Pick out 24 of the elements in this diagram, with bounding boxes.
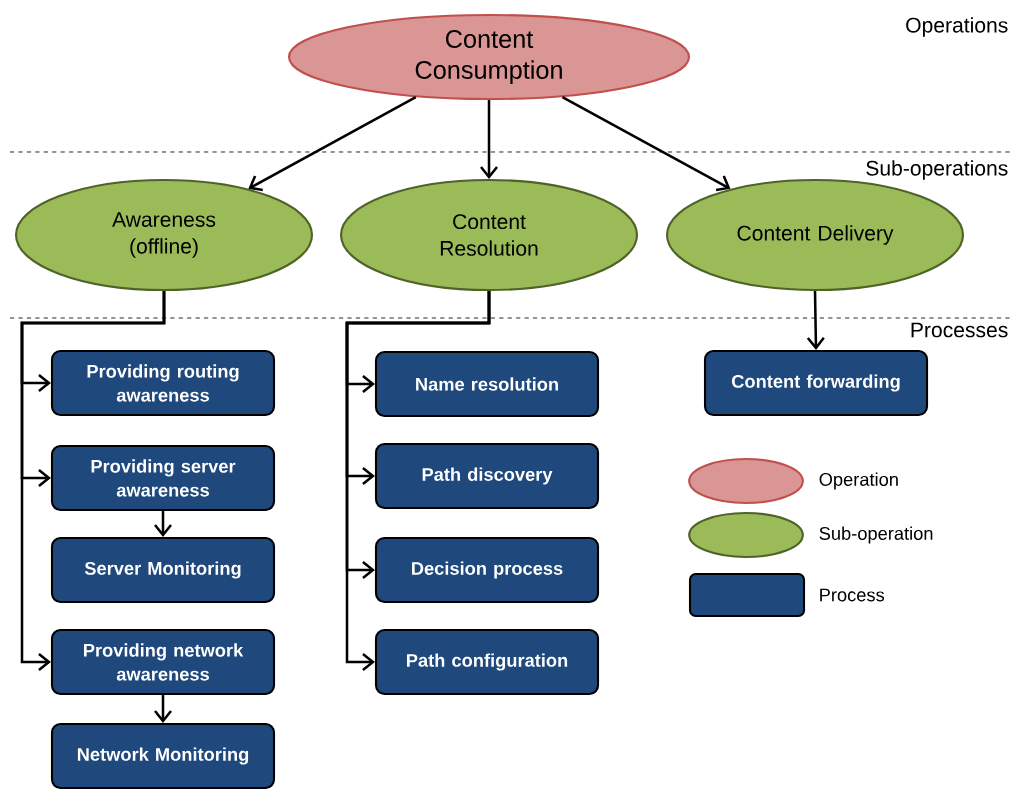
process-box: Network Monitoring (50, 722, 276, 790)
legend-label: Operation (819, 472, 898, 490)
process-box: Server Monitoring (50, 536, 276, 604)
arrow (806, 291, 825, 350)
process-box: Content forwarding (703, 349, 929, 417)
level-label: Operations (906, 17, 1008, 37)
process-box: Providing routing awareness (50, 349, 276, 417)
process-box: Providing network awareness (50, 628, 276, 696)
arrow (480, 100, 498, 179)
level-label: Sub-operations (866, 160, 1008, 180)
arrow (561, 95, 731, 192)
process-box: Path configuration (374, 628, 600, 696)
process-box: Providing server awareness (50, 444, 276, 512)
process-box: Decision process (374, 536, 600, 604)
legend-label: Process (820, 588, 885, 602)
arrow (345, 291, 491, 671)
legend-label: Sub-operation (819, 526, 933, 544)
arrow (154, 695, 172, 723)
process-box: Name resolution (374, 350, 600, 418)
arrow (154, 511, 172, 537)
level-label: Processes (911, 322, 1008, 338)
process-box: Path discovery (374, 442, 600, 510)
arrow (248, 96, 417, 192)
arrow (20, 291, 166, 671)
